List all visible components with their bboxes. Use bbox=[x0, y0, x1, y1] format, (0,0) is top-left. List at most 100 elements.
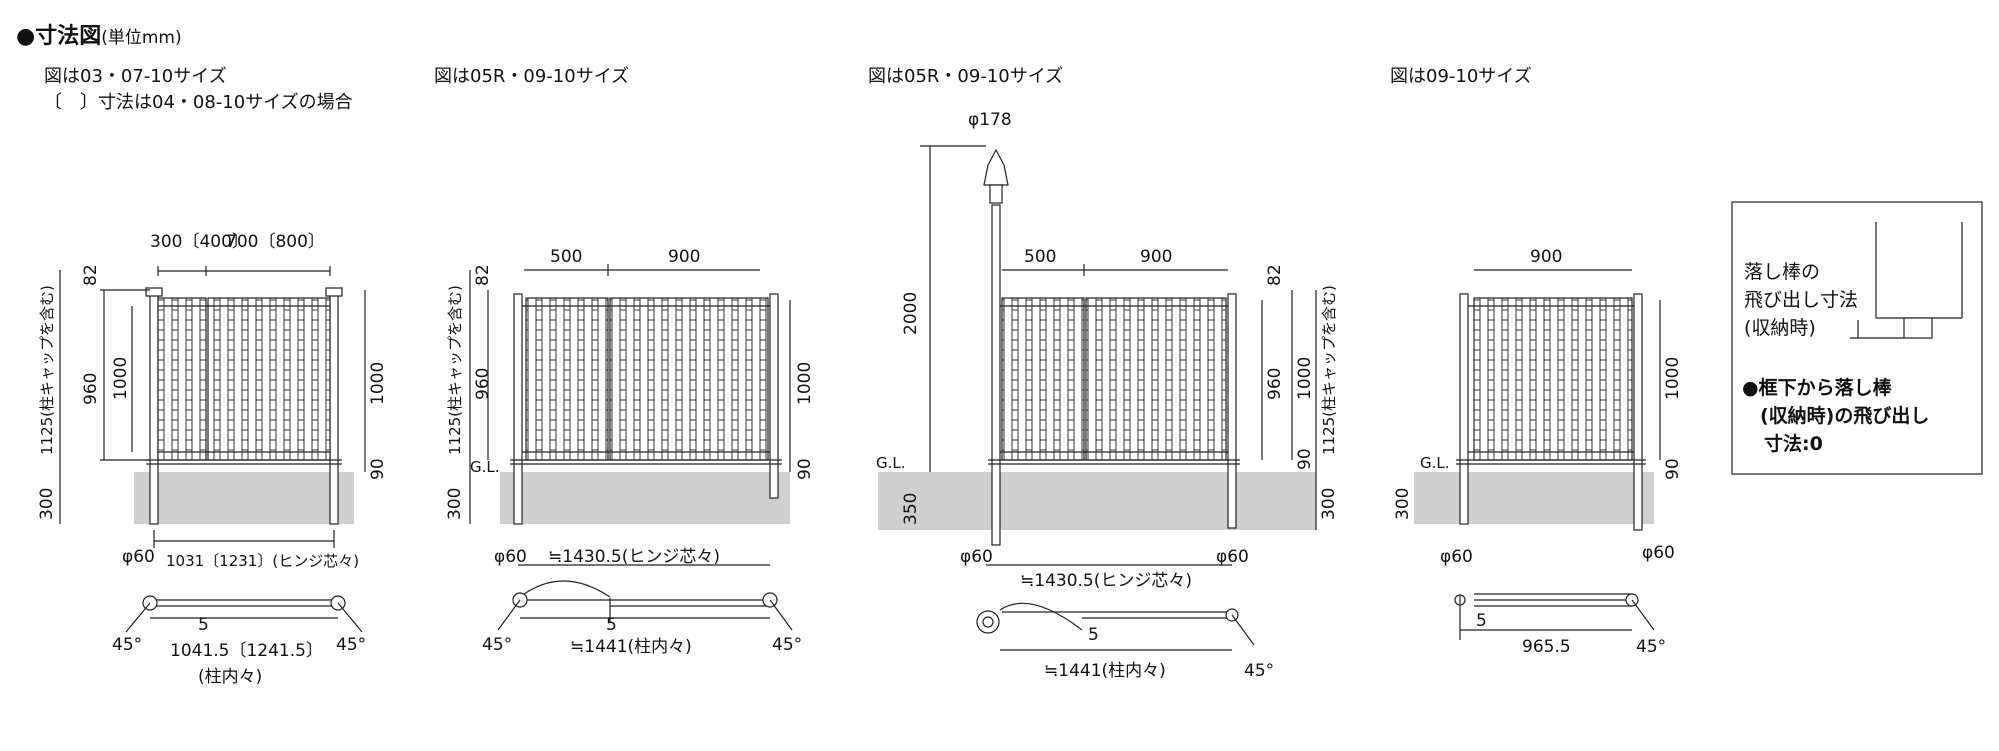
dim-5: 5 bbox=[1476, 611, 1487, 631]
ground-area bbox=[878, 472, 1316, 530]
dim-1000: 1000 bbox=[111, 357, 131, 400]
gate-leaf-large bbox=[609, 297, 769, 461]
note-bullet-2: (収納時)の飛び出し bbox=[1760, 404, 1929, 427]
ground-area bbox=[1414, 472, 1654, 524]
diagram-1-labels: 300〔400〕 700〔800〕 82 960 1000 1000 90 30… bbox=[37, 232, 388, 687]
diagram-4-elevation bbox=[1414, 269, 1661, 640]
dim-500: 500 bbox=[1024, 247, 1056, 267]
dim-300: 300 bbox=[1393, 488, 1413, 520]
angle-45: 45° bbox=[336, 635, 366, 655]
post-left bbox=[149, 291, 159, 525]
dim-1000: 1000 bbox=[795, 362, 815, 405]
gate-leaf-small bbox=[525, 297, 609, 461]
gate-leaf-large bbox=[1085, 297, 1227, 461]
dim-82: 82 bbox=[81, 264, 101, 286]
dim-1430: ≒1430.5(ヒンジ芯々) bbox=[548, 547, 720, 567]
dim-960: 960 bbox=[473, 368, 493, 400]
dim-phi60: φ60 bbox=[122, 547, 155, 567]
lamp-post bbox=[991, 204, 1001, 546]
dim-5: 5 bbox=[198, 615, 209, 635]
dim-82: 82 bbox=[473, 264, 493, 286]
diagram-2-labels: 500 900 82 960 1000 90 300 1125(柱キャップを含む… bbox=[445, 247, 815, 657]
gate-leaf-small bbox=[1001, 297, 1085, 461]
lamp-icon bbox=[983, 148, 1009, 186]
note-box bbox=[1731, 201, 1983, 475]
note-line-3: (収納時) bbox=[1744, 317, 1816, 339]
dim-960: 960 bbox=[81, 373, 101, 405]
dim-300: 300 bbox=[445, 488, 465, 520]
dim-phi178: φ178 bbox=[968, 110, 1012, 130]
post-left bbox=[513, 293, 523, 525]
post-left bbox=[1459, 293, 1469, 525]
caption-diagram-1: 図は03・07-10サイズ bbox=[44, 66, 227, 87]
ground-area bbox=[500, 472, 790, 524]
diagram-3-labels: φ178 2000 500 900 82 960 1000 90 300 112… bbox=[876, 110, 1339, 681]
angle-45: 45° bbox=[482, 635, 512, 655]
dim-90: 90 bbox=[1663, 458, 1683, 480]
title-unit: (単位mm) bbox=[101, 28, 182, 48]
page-title: ●寸法図(単位mm) bbox=[16, 18, 182, 50]
drop-rod bbox=[1903, 317, 1933, 339]
gate-leaf-large bbox=[207, 297, 331, 461]
post-right bbox=[769, 293, 779, 499]
note-bullet-1: ●框下から落し棒 bbox=[1742, 376, 1893, 399]
dim-82: 82 bbox=[1265, 264, 1285, 286]
angle-45: 45° bbox=[1636, 637, 1666, 657]
dim-1125: 1125(柱キャップを含む) bbox=[446, 285, 464, 455]
dim-500: 500 bbox=[550, 247, 582, 267]
diagram-3-elevation bbox=[878, 145, 1317, 651]
dim-300-400: 300〔400〕 bbox=[150, 232, 249, 252]
gl-label: G.L. bbox=[470, 458, 500, 476]
dim-5: 5 bbox=[1088, 625, 1099, 645]
note-text: 落し棒の 飛び出し寸法 (収納時) ●框下から落し棒 (収納時)の飛び出し 寸法… bbox=[1742, 261, 1929, 455]
post-right bbox=[1227, 293, 1237, 529]
dim-350: 350 bbox=[901, 493, 921, 525]
ground-area bbox=[134, 472, 354, 524]
angle-45: 45° bbox=[772, 635, 802, 655]
dim-phi60: φ60 bbox=[1440, 547, 1473, 567]
caption-diagram-2: 図は05R・09-10サイズ bbox=[434, 66, 630, 87]
dim-90: 90 bbox=[368, 458, 388, 480]
diagram-4-labels: 900 1000 90 300 G.L. φ60 φ60 5 965.5 45° bbox=[1393, 247, 1683, 657]
dim-1441: ≒1441(柱内々) bbox=[1044, 661, 1166, 681]
gate-leaf-small bbox=[157, 297, 207, 461]
post-right bbox=[329, 291, 339, 525]
note-line-1: 落し棒の bbox=[1744, 261, 1820, 283]
dim-1430: ≒1430.5(ヒンジ芯々) bbox=[1020, 571, 1192, 591]
dim-300: 300 bbox=[37, 488, 57, 520]
dim-90: 90 bbox=[795, 458, 815, 480]
dim-1441: ≒1441(柱内々) bbox=[570, 637, 692, 657]
diagram-1-elevation bbox=[59, 266, 366, 633]
note-bullet-3: 寸法:0 bbox=[1764, 432, 1823, 455]
dim-300: 300 bbox=[1319, 488, 1339, 520]
dim-1000: 1000 bbox=[368, 362, 388, 405]
label-pillar-inner: (柱内々) bbox=[198, 667, 262, 687]
dim-phi60: φ60 bbox=[1642, 543, 1675, 563]
dim-1031: 1031〔1231〕(ヒンジ芯々) bbox=[166, 552, 359, 570]
dim-2000: 2000 bbox=[901, 292, 921, 335]
gl-label: G.L. bbox=[1420, 454, 1450, 472]
dim-900: 900 bbox=[1530, 247, 1562, 267]
dim-965: 965.5 bbox=[1522, 637, 1571, 657]
dim-1000: 1000 bbox=[1663, 357, 1683, 400]
caption-diagram-1-note: 〔 〕寸法は04・08-10サイズの場合 bbox=[44, 92, 353, 113]
dim-960: 960 bbox=[1265, 368, 1285, 400]
dim-phi60: φ60 bbox=[960, 547, 993, 567]
gate-leaf bbox=[1473, 297, 1633, 461]
dim-1125: 1125(柱キャップを含む) bbox=[38, 285, 56, 455]
dim-phi60: φ60 bbox=[1216, 547, 1249, 567]
post-right bbox=[1633, 293, 1643, 531]
diagram-2-elevation bbox=[469, 264, 793, 631]
dim-1125: 1125(柱キャップを含む) bbox=[1320, 285, 1338, 455]
caption-diagram-4: 図は09-10サイズ bbox=[1390, 66, 1532, 87]
dim-700-800: 700〔800〕 bbox=[226, 232, 325, 252]
post-cap bbox=[325, 287, 343, 297]
note-line-2: 飛び出し寸法 bbox=[1744, 289, 1858, 311]
angle-45: 45° bbox=[112, 635, 142, 655]
angle-45: 45° bbox=[1244, 661, 1274, 681]
gl-label: G.L. bbox=[876, 454, 906, 472]
title-text: ●寸法図 bbox=[16, 24, 102, 49]
dim-900: 900 bbox=[1140, 247, 1172, 267]
dim-1041: 1041.5〔1241.5〕 bbox=[170, 641, 323, 661]
caption-diagram-3: 図は05R・09-10サイズ bbox=[868, 66, 1064, 87]
